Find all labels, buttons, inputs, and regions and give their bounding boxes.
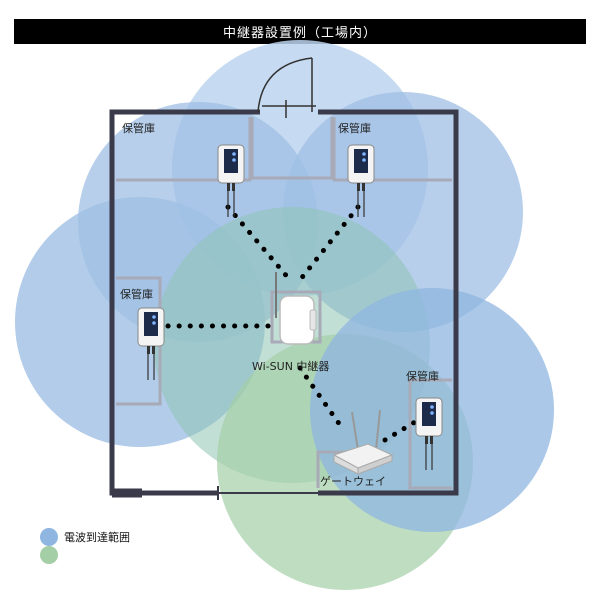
label-storage-top-left: 保管庫 (122, 121, 155, 135)
door (257, 57, 316, 118)
sensor-device-left (137, 307, 165, 380)
legend-dot-green (40, 546, 58, 564)
sensor-device-top-left (217, 144, 245, 217)
gateway-router (332, 409, 394, 475)
link-gateway (297, 365, 343, 428)
legend-row-blue: 電波到達範囲 (40, 528, 130, 546)
walls (109, 109, 459, 500)
link-top-left (225, 204, 293, 283)
legend-dot-blue (40, 528, 58, 546)
page-title: 中継器設置例（工場内） (222, 26, 377, 41)
label-gateway: ゲートウェイ (320, 475, 386, 488)
legend-row-green (40, 546, 130, 564)
sensor-device-bottom-right (415, 397, 443, 470)
label-storage-top-right: 保管庫 (338, 121, 371, 135)
label-repeater: Wi-SUN 中継器 (252, 359, 329, 373)
repeater-device (275, 272, 317, 345)
legend: 電波到達範囲 (40, 528, 130, 564)
link-top-right (297, 204, 361, 283)
legend-text: 電波到達範囲 (64, 531, 130, 544)
sensor-device-top-right (347, 144, 375, 217)
title-bar: 中継器設置例（工場内） (14, 19, 586, 44)
outer-wall-right (318, 109, 459, 496)
label-storage-bottom-right: 保管庫 (406, 369, 439, 383)
label-storage-mid-left: 保管庫 (120, 287, 153, 301)
radio-links (165, 204, 418, 443)
